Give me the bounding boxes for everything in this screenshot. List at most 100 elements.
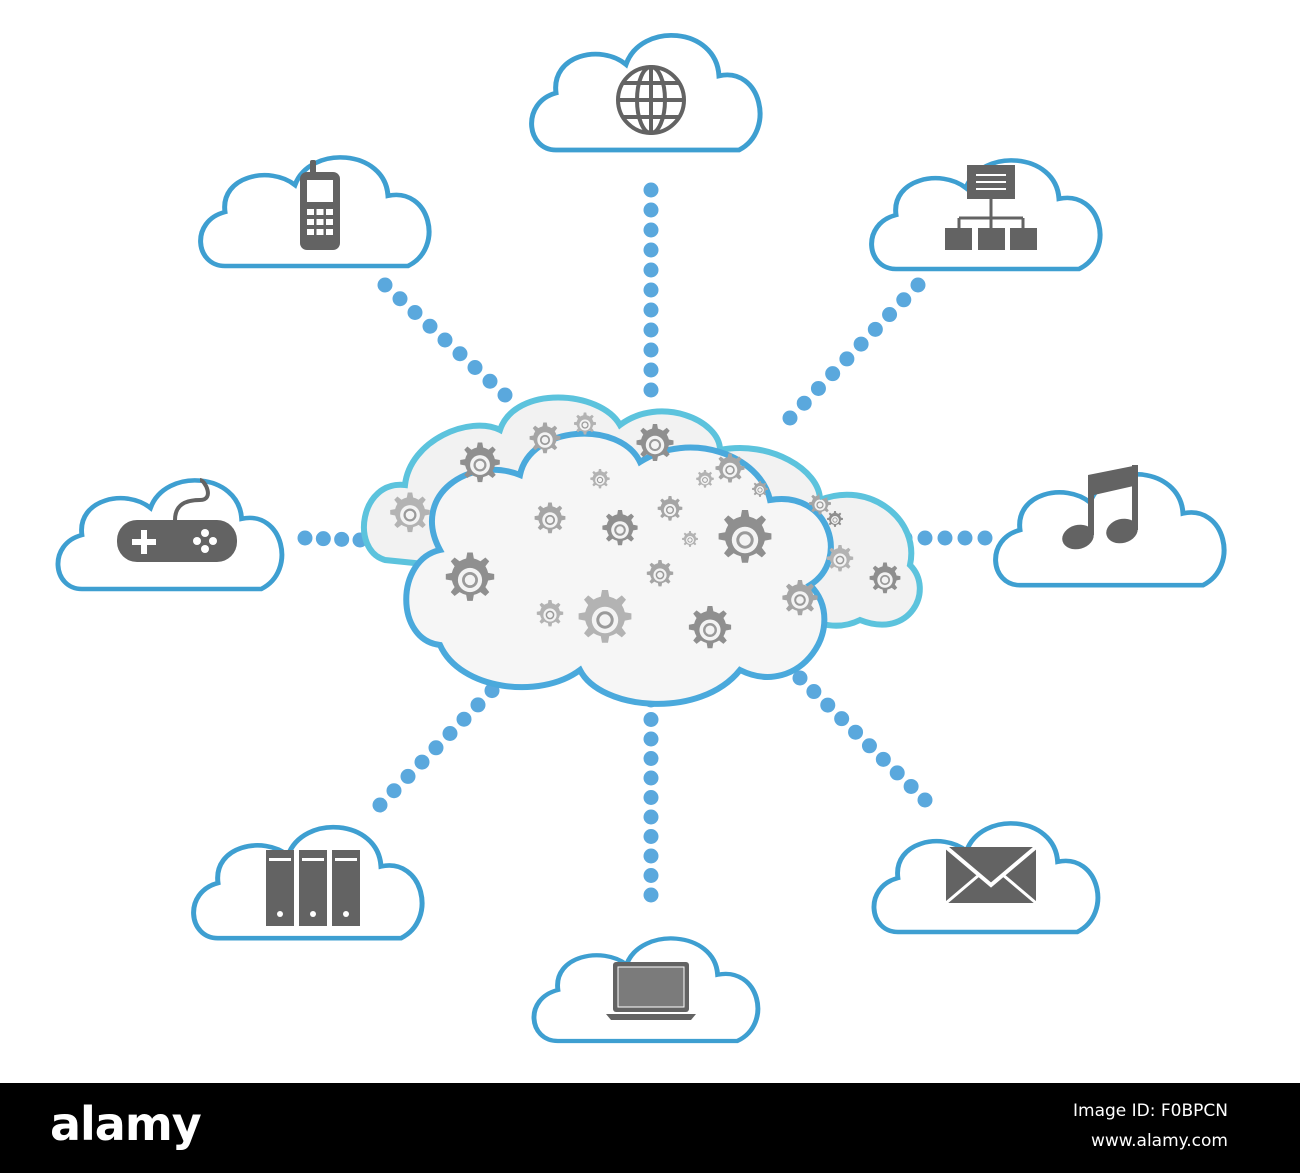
gears-icon: [390, 412, 901, 649]
connector-dot: [792, 670, 808, 686]
connector-dot: [643, 202, 659, 218]
gear-icon: [602, 510, 638, 546]
connector-dot: [937, 530, 953, 546]
gear-icon: [718, 510, 772, 563]
connector-dot: [839, 351, 855, 367]
connector-dot: [643, 322, 659, 338]
connector-dot: [497, 387, 513, 403]
gear-icon: [826, 545, 854, 572]
gear-icon: [688, 606, 732, 649]
connector-dot: [848, 724, 864, 740]
connector-dot: [806, 684, 822, 700]
connector-dot: [452, 346, 468, 362]
connector-dot: [372, 797, 388, 813]
connector-dot: [437, 332, 453, 348]
gear-icon: [460, 442, 500, 483]
gear-icon: [682, 531, 698, 547]
connector-dot: [643, 342, 659, 358]
laptop-icon: [606, 962, 696, 1020]
gear-icon: [574, 412, 596, 435]
connector-dot: [917, 530, 933, 546]
connector-dot: [643, 751, 659, 766]
connector-dot: [825, 366, 841, 382]
gear-icon: [536, 600, 564, 627]
connector-dot: [917, 792, 933, 808]
connector-dot: [386, 783, 402, 799]
gear-icon: [715, 453, 745, 483]
connector-dot: [456, 711, 472, 727]
connector-dot: [414, 754, 430, 770]
connector-dot: [643, 382, 659, 398]
gear-icon: [390, 492, 430, 533]
connector-mobile-phone: [377, 277, 513, 403]
connector-dot: [482, 373, 498, 389]
connector-dot: [875, 751, 891, 767]
connector-dot: [910, 277, 926, 293]
connector-dot: [889, 765, 905, 781]
connector-dot: [643, 809, 659, 825]
network-hierarchy-icon: [945, 165, 1037, 250]
connector-dot: [853, 336, 869, 352]
gear-icon: [657, 496, 683, 521]
gear-icon: [646, 560, 674, 587]
gear-icon: [696, 470, 714, 488]
connector-dot: [643, 887, 659, 903]
connector-dot: [977, 530, 993, 546]
connector-dot: [643, 829, 659, 844]
connector-game-controller: [297, 530, 368, 548]
connector-dot: [867, 321, 883, 337]
connector-dot: [315, 531, 331, 547]
connector-dot: [297, 530, 313, 546]
connector-dot: [882, 307, 898, 323]
game-controller-icon: [117, 478, 237, 562]
server-rack-icon: [266, 850, 360, 926]
connector-dot: [782, 410, 798, 426]
connector-laptop: [643, 692, 659, 903]
gear-icon: [534, 502, 566, 534]
connector-dot: [643, 848, 659, 864]
envelope-icon: [944, 845, 1038, 905]
connector-dot: [643, 770, 659, 786]
connector-dot: [861, 738, 877, 754]
connector-dot: [467, 360, 483, 375]
connector-dot: [407, 305, 423, 320]
connector-dot: [643, 731, 659, 747]
gear-icon: [752, 481, 768, 497]
connector-dot: [643, 868, 659, 883]
gear-icon: [869, 562, 901, 594]
music-note-icon: [1062, 465, 1138, 550]
image-url-label: www.alamy.com: [1090, 1131, 1228, 1151]
mobile-phone-icon: [300, 160, 340, 250]
connector-dot: [643, 712, 659, 727]
connector-dot: [334, 531, 350, 547]
connector-dot: [400, 768, 416, 784]
watermark-bar: alamy Image ID: F0BPCN www.alamy.com: [0, 1083, 1300, 1173]
connector-dot: [643, 282, 659, 298]
connector-globe: [643, 182, 659, 398]
connector-network: [782, 277, 926, 426]
gear-icon: [636, 424, 674, 461]
connector-dot: [643, 242, 659, 258]
gear-icon: [782, 580, 818, 616]
connector-dot: [643, 262, 659, 278]
gear-icon: [827, 511, 843, 527]
gear-icon: [578, 590, 632, 643]
connector-dot: [820, 697, 836, 713]
connector-dot: [810, 380, 826, 396]
connector-dot: [643, 362, 659, 378]
gear-icon: [445, 552, 495, 601]
connector-dot: [428, 740, 444, 756]
cloud-computing-diagram: [0, 0, 1300, 1083]
connector-dot: [643, 302, 659, 318]
connector-dot: [834, 711, 850, 727]
connector-dot: [796, 395, 812, 411]
connector-dot: [903, 778, 919, 794]
connector-dot: [643, 222, 659, 238]
connector-dot: [392, 291, 408, 307]
brand-logo: alamy: [50, 1097, 202, 1151]
connector-dot: [442, 726, 458, 741]
connector-dot: [896, 292, 912, 308]
connector-dot: [643, 182, 659, 198]
connector-dot: [470, 697, 486, 713]
gear-icon: [809, 492, 831, 515]
